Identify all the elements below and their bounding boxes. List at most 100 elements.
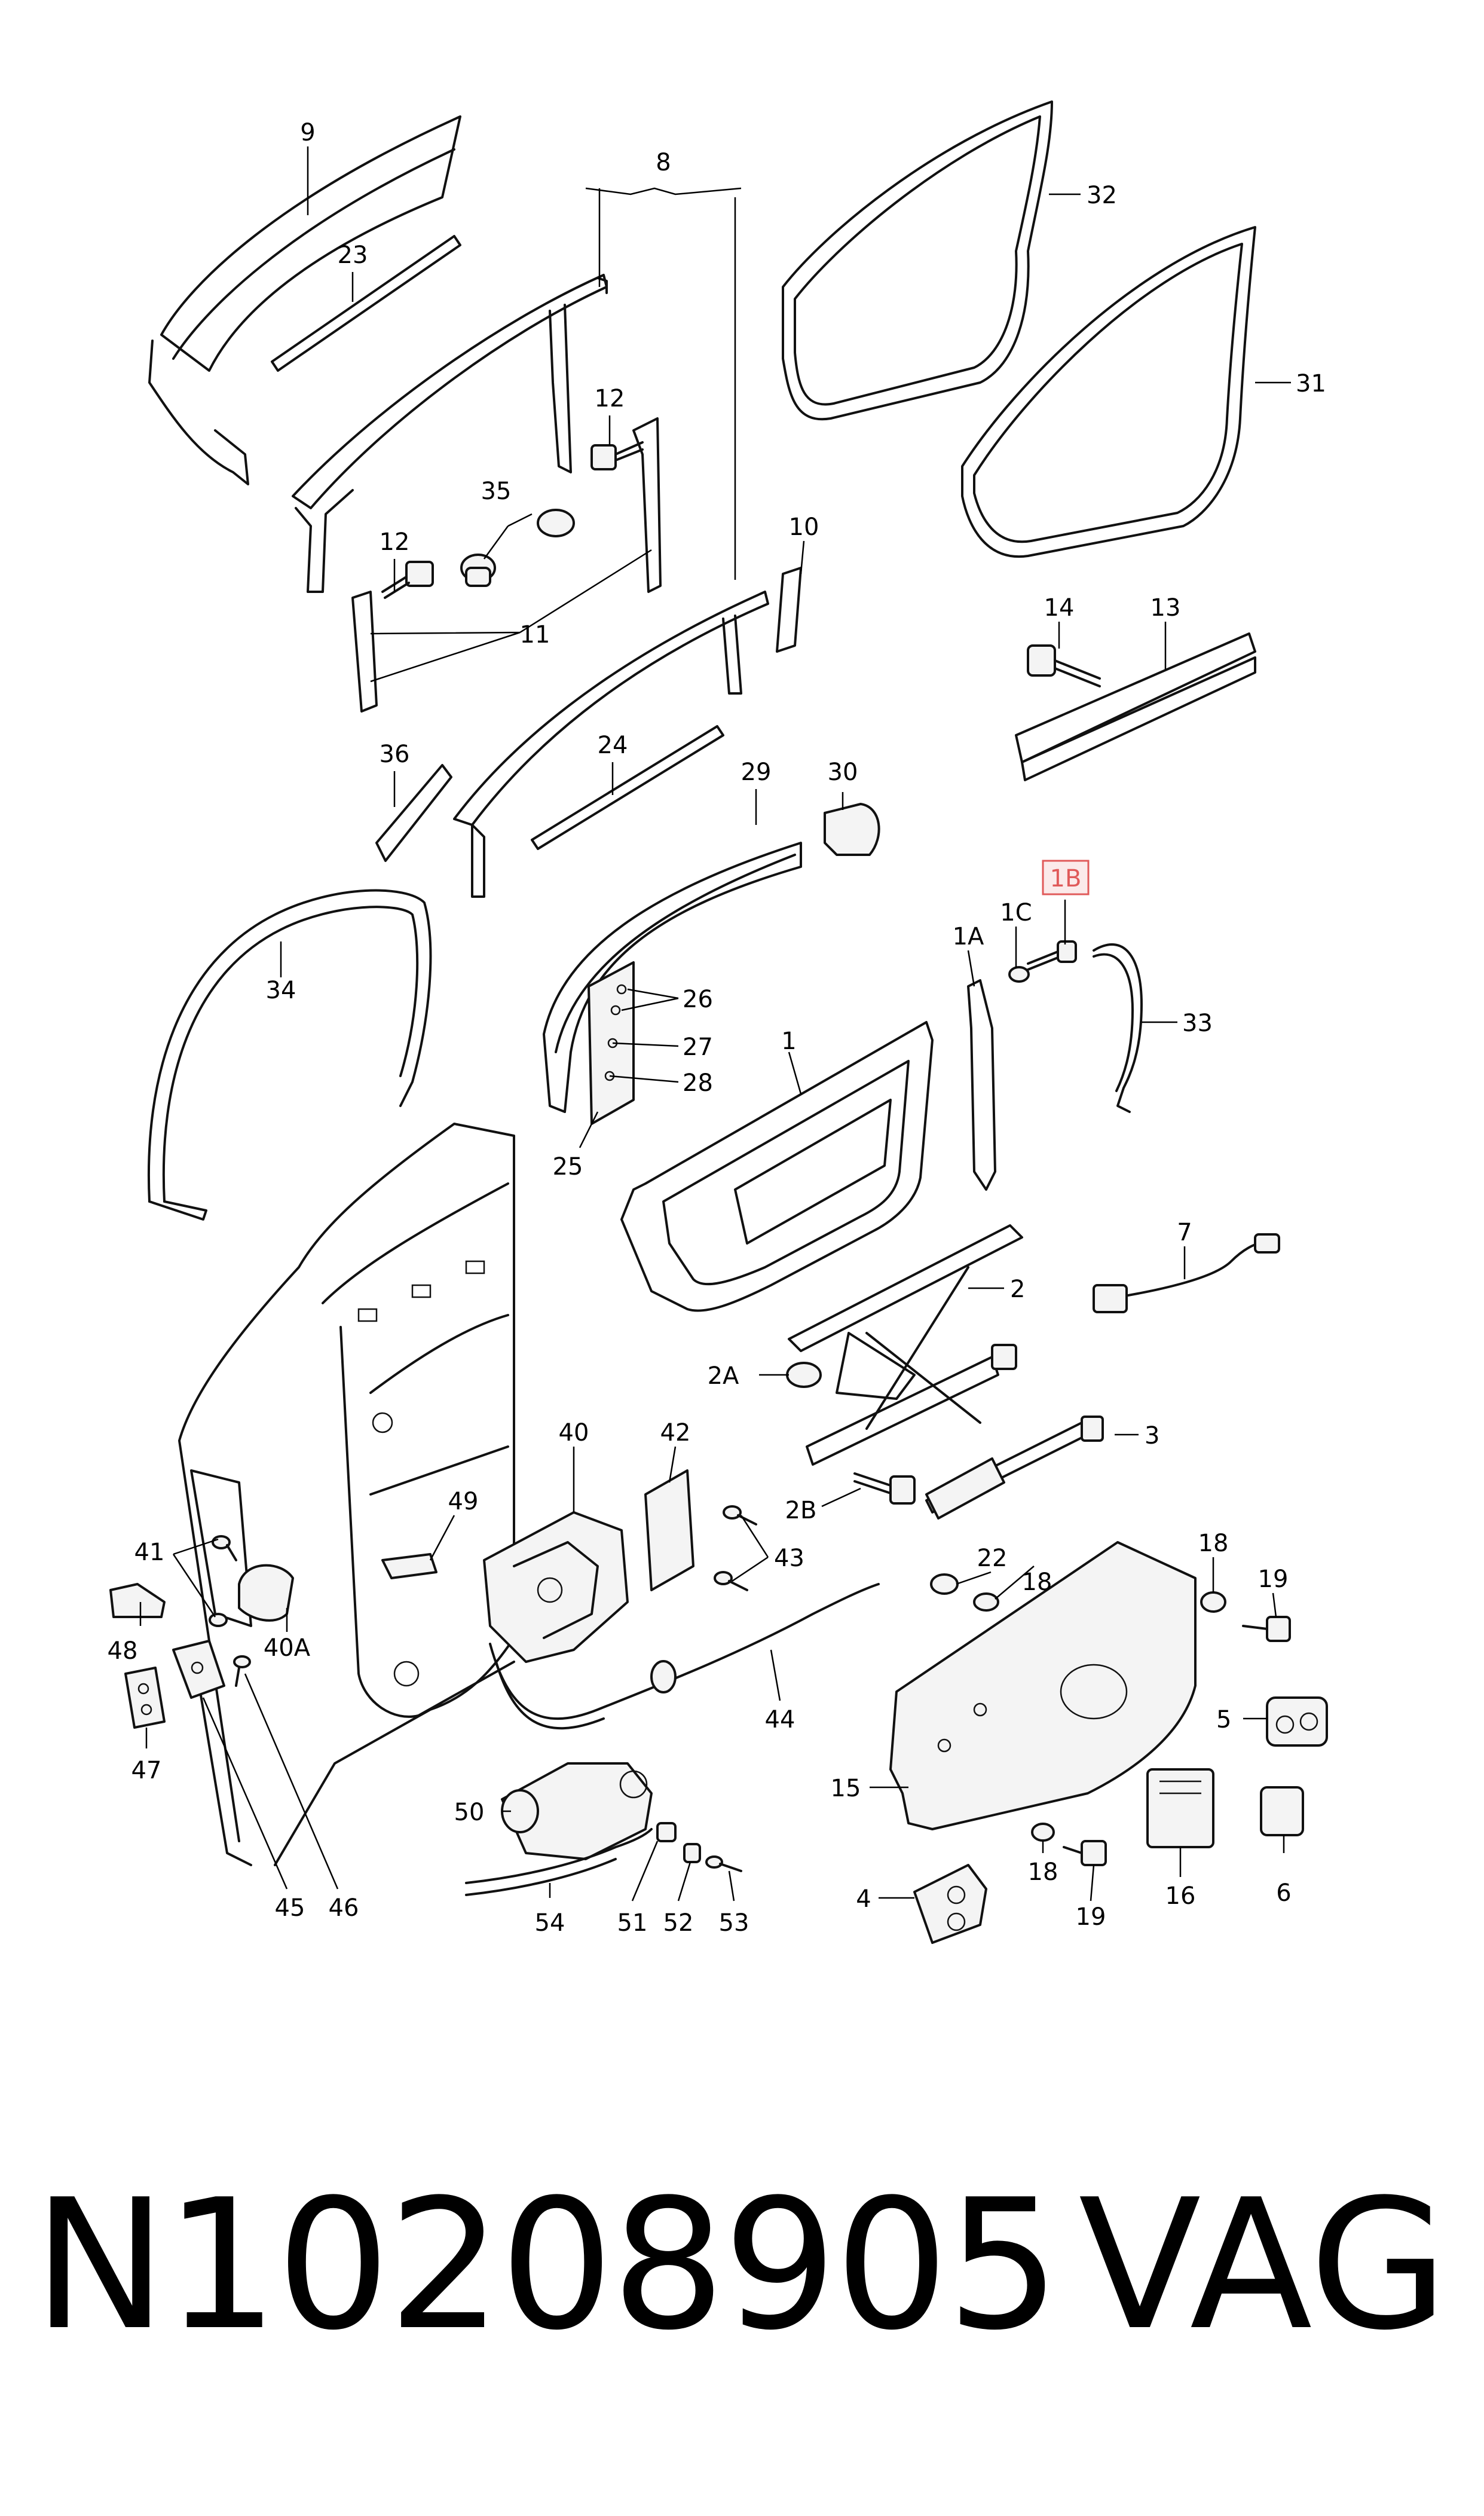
callout-51: 51 [617,1909,648,1937]
callout-32: 32 [1087,182,1117,209]
callout-5: 5 [1216,1706,1231,1734]
part-1-door-module [620,1021,934,1312]
callout-11: 11 [520,621,550,649]
callout-28: 28 [683,1069,713,1097]
callout-26: 26 [683,986,713,1013]
part-18-washer-a [973,1592,999,1612]
callout-49: 49 [448,1488,479,1515]
callout-41: 41 [134,1539,165,1566]
part-43-screw [714,1505,757,1591]
part-number: N10208905 [33,2161,1060,2370]
part-18-washer-b [1200,1591,1226,1613]
callout-29: 29 [741,759,772,786]
part-1C-washer [1008,966,1030,983]
callout-40A: 40A [264,1634,311,1662]
brand-name: VAG [1078,2161,1448,2370]
part-24-trim-strip [531,725,724,850]
callout-4: 4 [856,1885,871,1913]
callout-1: 1 [781,1028,796,1055]
part-51-grommet [656,1822,677,1842]
callout-16: 16 [1165,1882,1196,1910]
part-15-inner-panel [889,1541,1197,1830]
part-32-door-seal [782,100,1053,421]
part-41-screw [209,1535,237,1627]
part-window-channel [453,591,769,898]
callout-40: 40 [559,1419,589,1447]
callout-15: 15 [831,1775,861,1802]
callout-48: 48 [108,1637,138,1665]
callout-36: 36 [380,741,410,768]
part-6-connector [1260,1786,1304,1836]
callout-35: 35 [481,478,512,505]
callout-10: 10 [789,513,819,541]
callout-labels: 9 8 23 12 12 35 11 10 32 31 14 13 36 24 … [108,119,1326,1937]
callout-3: 3 [1145,1422,1159,1450]
callout-1C: 1C [1000,899,1032,927]
part-48-cap [109,1583,166,1618]
callout-2: 2 [1010,1276,1025,1303]
part-50-lock-motor [501,1762,653,1860]
callout-22: 22 [977,1545,1008,1572]
callout-42: 42 [660,1419,691,1447]
callout-54: 54 [535,1909,565,1937]
callout-24: 24 [598,732,628,759]
part-49-cap [381,1553,437,1579]
part-34-door-seal [147,889,432,1221]
part-12-bolt-lower [381,561,434,599]
part-44-cable [489,1583,880,1730]
callout-18-a: 18 [1022,1569,1052,1596]
part-19-bolt-b [1063,1840,1107,1866]
exploded-door-diagram: 9 8 23 12 12 35 11 10 32 31 14 13 36 24 … [108,100,1328,1944]
part-31-door-seal [961,226,1256,558]
callout-19-b: 19 [1076,1903,1106,1931]
callout-1A: 1A [953,923,984,950]
part-7-harness [1093,1233,1280,1313]
callout-52: 52 [663,1909,694,1937]
highlight-box-1B [1042,860,1090,895]
callout-53: 53 [719,1909,749,1937]
part-42-bracket [644,1469,694,1591]
callout-27: 27 [683,1034,713,1061]
part-11-clip-left [351,591,378,713]
part-35-bushing [460,509,575,587]
part-53-screw [705,1855,742,1872]
part-22-nut [930,1573,959,1595]
callout-23: 23 [338,241,368,269]
callout-47: 47 [131,1757,162,1784]
part-46-screw [233,1655,251,1687]
part-1A-guide-rail [967,979,996,1191]
callout-8: 8 [656,149,671,176]
part-1B-bolt [1027,940,1077,971]
callout-1B: 1B [1050,865,1082,892]
part-2A-nut [786,1362,822,1388]
callout-31: 31 [1296,370,1326,398]
part-12-bolt-upper [590,441,644,470]
part-11-clip-right [632,417,662,593]
part-33-cable [1093,943,1143,1113]
callout-33: 33 [1182,1010,1213,1037]
callout-12-lower: 12 [380,528,410,556]
part-30-corner-piece [824,803,880,856]
callout-14: 14 [1044,594,1075,622]
callout-18-b: 18 [1198,1530,1229,1557]
part-52-bushing [683,1843,701,1863]
part-40-door-lock [483,1511,629,1663]
part-40A-striker-cover [238,1564,294,1622]
callout-18-c: 18 [1028,1858,1058,1886]
part-3-regulator-motor [925,1416,1104,1520]
callout-46: 46 [329,1894,359,1922]
part-13-rail [1015,632,1256,781]
part-14-bolt [1027,644,1101,687]
callout-43: 43 [774,1545,804,1572]
part-2B-bolt [853,1472,916,1505]
part-door-shell [178,1123,515,1866]
callout-34: 34 [266,977,296,1004]
part-18-washer-c [1031,1823,1055,1842]
part-16-control-module [1146,1768,1214,1848]
callout-45: 45 [275,1894,305,1922]
callout-12-upper: 12 [595,385,625,412]
callout-6: 6 [1276,1879,1291,1907]
leader-lines [139,146,1291,1901]
part-8-door-frame [292,274,608,593]
part-10-trim [776,567,802,653]
